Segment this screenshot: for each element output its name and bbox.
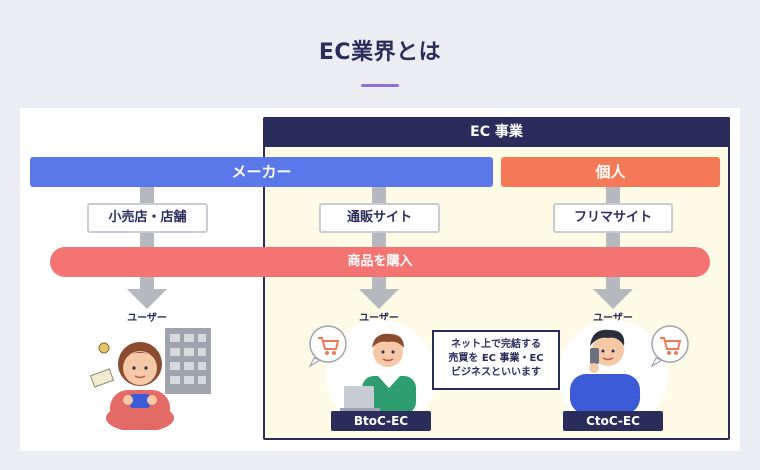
channel-retail: 小売店・店舗 [87, 203, 208, 233]
ctoc-tag: CtoC-EC [563, 411, 663, 431]
callout-line-2: 売買を EC 事業・EC [448, 353, 544, 364]
channel-mail-order: 通販サイト [319, 203, 440, 233]
individual-bar: 個人 [501, 157, 720, 187]
retail-user-illustration [90, 328, 211, 430]
ec-business-header: EC 事業 [263, 117, 730, 147]
ctoc-user-illustration [570, 325, 689, 414]
arrow-head-flea-market [593, 289, 633, 309]
man-with-phone-icon [570, 329, 640, 414]
arrow-head-retail [127, 289, 167, 309]
btoc-user-illustration [308, 325, 416, 414]
maker-bar: メーカー [30, 157, 493, 187]
btoc-tag: BtoC-EC [331, 411, 431, 431]
building-icon [165, 328, 211, 394]
callout-line-3: ビジネスといいます [451, 367, 541, 378]
purchase-bar: 商品を購入 [50, 247, 710, 277]
page-title: EC業界とは [318, 40, 442, 65]
user-label-retail: ユーザー [127, 313, 167, 324]
cart-bubble-icon [308, 325, 347, 368]
cart-bubble-icon [650, 325, 689, 368]
user-label-btoc: ユーザー [359, 313, 399, 324]
ec-explanation-callout: ネット上で完結する 売買を EC 事業・EC ビジネスといいます [432, 330, 560, 390]
woman-shopper-icon [106, 342, 174, 430]
title-underline [361, 84, 399, 87]
user-label-ctoc: ユーザー [593, 313, 633, 324]
arrow-head-mail-order [359, 289, 399, 309]
money-icon [90, 342, 115, 388]
man-with-laptop-icon [340, 333, 416, 414]
callout-line-1: ネット上で完結する [451, 339, 541, 350]
channel-flea-market: フリマサイト [553, 203, 673, 233]
